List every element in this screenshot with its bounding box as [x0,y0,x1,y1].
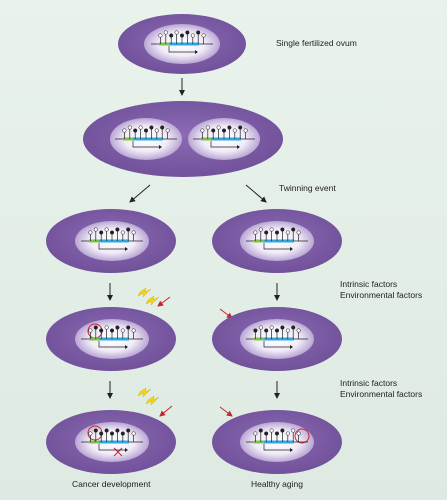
lightning-icon [137,287,160,306]
gene-locus-ovum [151,30,213,54]
cross-icon [113,447,123,457]
arrow-to-right-twin [245,184,267,203]
red-arrow-left-1 [157,296,171,307]
gene-locus-left-1 [81,227,143,251]
red-arrow-right-1 [219,308,233,319]
gene-locus-left-2 [81,325,143,349]
gene-locus-right-2 [246,325,308,349]
lightning-icon [137,387,160,406]
label-environmental-1: Environmental factors [340,290,423,300]
label-healthy: Healthy aging [251,479,303,489]
gene-locus-left-3 [81,428,143,452]
gene-locus-right-3 [246,428,308,452]
label-intrinsic-2: Intrinsic factors [340,378,398,388]
label-intrinsic-1: Intrinsic factors [340,279,398,289]
gene-locus-division-right [193,125,255,149]
label-cancer: Cancer development [72,479,151,489]
red-arrow-right-2 [219,406,233,417]
gene-locus-right-1 [246,227,308,251]
gene-locus-division-left [115,125,177,149]
label-environmental-2: Environmental factors [340,389,423,399]
label-twinning: Twinning event [279,183,336,193]
red-arrow-left-2 [159,405,173,417]
arrow-to-left-twin [129,184,151,203]
label-single-ovum: Single fertilized ovum [276,38,357,48]
